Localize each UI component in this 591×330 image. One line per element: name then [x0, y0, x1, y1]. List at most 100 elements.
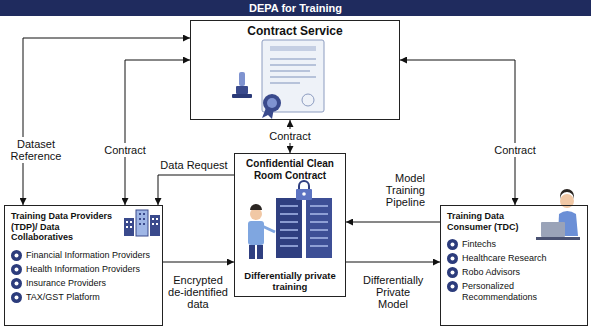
clean-room-illustration	[276, 198, 302, 258]
list-item: Insurance Providers	[26, 278, 106, 289]
list-item: Robo Advisors	[462, 267, 520, 278]
item-icon	[11, 292, 22, 303]
contract-illustration	[263, 94, 281, 112]
title-bar: DEPA for Training	[0, 0, 591, 16]
connector	[163, 262, 234, 263]
item-icon	[11, 264, 22, 275]
item-icon	[447, 281, 458, 292]
building-icon	[139, 214, 145, 224]
contract-illustration	[232, 40, 324, 119]
list-row: Healthcare Research	[447, 253, 581, 264]
edge-label: Data Request	[158, 158, 229, 172]
clean-room-illustration	[248, 221, 264, 245]
box-heading: Training Data Providers (TDP)/ Data Coll…	[11, 211, 117, 243]
item-icon	[451, 285, 455, 289]
contract-illustration	[262, 40, 324, 112]
clean-room-illustration	[248, 181, 332, 259]
connector	[346, 262, 440, 263]
clean-room-illustration	[296, 189, 312, 200]
clean-room-illustration	[250, 204, 262, 210]
service-box: Contract Service	[190, 20, 400, 120]
item-icon	[447, 267, 458, 278]
building-icon	[126, 219, 158, 227]
contract-illustration	[270, 82, 300, 84]
contract-illustration	[270, 70, 310, 72]
contract-illustration	[302, 94, 314, 106]
connector	[346, 222, 440, 223]
list-row: Fintechs	[447, 239, 581, 250]
item-icon	[11, 250, 22, 261]
building-icon	[124, 210, 160, 236]
list-item: Fintechs	[462, 239, 496, 250]
edge-label: Encrypted de-identified data	[164, 273, 232, 311]
item-icon	[11, 278, 22, 289]
item-icon	[447, 253, 458, 264]
item-icon	[451, 271, 455, 275]
item-icon	[15, 281, 19, 285]
item-icon	[447, 267, 458, 278]
item-icon	[447, 253, 458, 264]
contract-illustration	[267, 98, 277, 108]
contract-illustration	[270, 76, 316, 78]
item-icon	[447, 281, 458, 292]
list-item: TAX/GST Platform	[26, 292, 100, 303]
item-icon	[11, 278, 22, 289]
box-body: Differentially private training	[241, 270, 339, 292]
clean-room-illustration	[302, 192, 306, 196]
contract-illustration	[270, 64, 316, 66]
clean-room-illustration	[280, 206, 328, 246]
building-icon	[136, 210, 148, 236]
consumer-illustration	[560, 189, 574, 199]
item-icon	[11, 264, 22, 275]
building-icon	[124, 218, 134, 236]
list-item: Financial Information Providers	[26, 250, 150, 261]
edge-label: Contract	[492, 143, 538, 157]
contract-illustration	[236, 86, 248, 94]
contract-illustration	[270, 46, 316, 51]
edge-label: Model Training Pipeline	[361, 171, 427, 209]
edge-label: Contract	[267, 129, 313, 143]
item-icon	[11, 292, 22, 303]
box-heading: Confidential Clean Room Contract	[241, 158, 339, 181]
list-row: TAX/GST Platform	[11, 292, 156, 303]
provider-box: Training Data Providers (TDP)/ Data Coll…	[4, 205, 163, 326]
box-heading: Training Data Consumer (TDC)	[447, 211, 539, 232]
clean-room-illustration	[262, 226, 275, 232]
list-row: Insurance Providers	[11, 278, 156, 289]
box-heading: Contract Service	[247, 24, 342, 38]
list-row: Personalized Recommendations	[447, 281, 581, 302]
edge-label: Dataset Reference	[5, 137, 67, 163]
list-row: Robo Advisors	[447, 267, 581, 278]
item-icon	[451, 243, 455, 247]
title-text: DEPA for Training	[249, 2, 342, 14]
item-icon	[15, 295, 19, 299]
list-row: Health Information Providers	[11, 264, 156, 275]
item-icon	[15, 267, 19, 271]
list-item: Health Information Providers	[26, 264, 140, 275]
consumer-illustration	[541, 222, 565, 237]
edge-label: Contract	[102, 143, 148, 157]
list-row: Financial Information Providers	[11, 250, 156, 261]
edge-label: Differentially Private Model	[361, 273, 425, 311]
item-icon	[15, 253, 19, 257]
clean-room-illustration	[257, 245, 263, 259]
building-icon	[150, 215, 160, 236]
clean-room-illustration	[249, 245, 255, 259]
connector	[158, 175, 234, 205]
item-icon	[447, 239, 458, 250]
item-icon	[11, 250, 22, 261]
item-icon	[451, 257, 455, 261]
contract-illustration	[239, 72, 245, 86]
clean-room-illustration	[299, 181, 309, 190]
consumer-box: Training Data Consumer (TDC) FintechsHeal…	[440, 205, 588, 326]
contract-illustration	[270, 58, 316, 60]
item-icon	[447, 239, 458, 250]
list-item: Personalized Recommendations	[462, 281, 581, 302]
clean-room-illustration	[306, 198, 332, 258]
clean-room-box: Confidential Clean Room ContractDifferen…	[234, 153, 346, 297]
connector	[23, 38, 190, 205]
list-item: Healthcare Research	[462, 253, 547, 264]
contract-illustration	[232, 94, 252, 98]
consumer-illustration	[536, 237, 580, 240]
consumer-illustration	[536, 189, 580, 240]
